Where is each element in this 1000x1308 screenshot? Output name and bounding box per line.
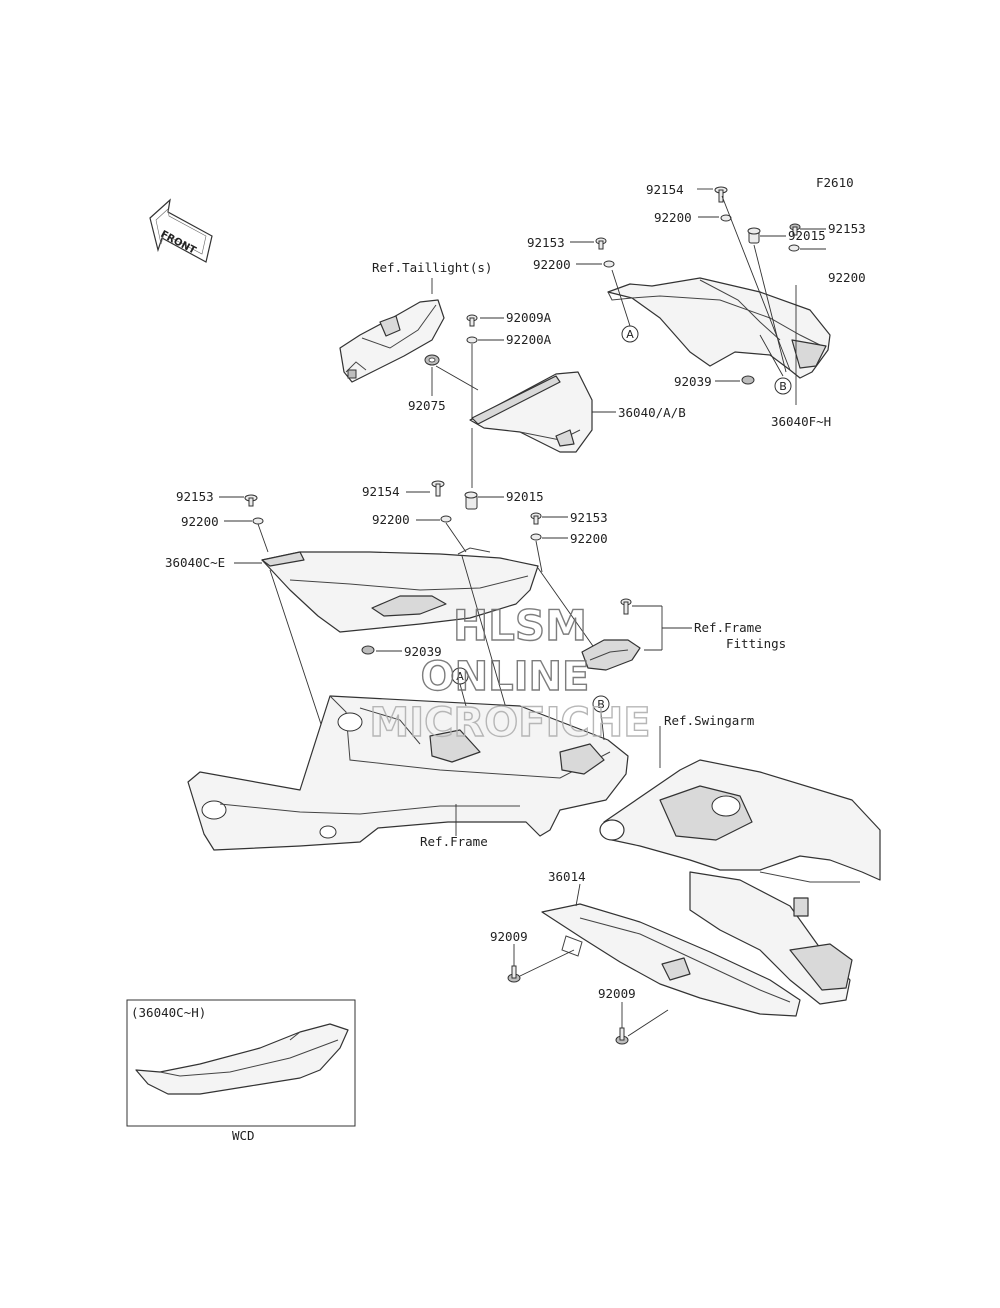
bolt-92154-top <box>714 186 728 203</box>
label-92200-upper-right: 92200 <box>828 270 866 285</box>
label-92153-upper-left: 92153 <box>527 235 565 250</box>
svg-text:B: B <box>597 698 605 711</box>
label-92039-top: 92039 <box>674 374 712 389</box>
label-92009a: 92009A <box>506 310 552 325</box>
side-cover-36040ce <box>261 547 539 633</box>
label-92153-mid-left: 92153 <box>176 489 214 504</box>
bolt-92153-mid-right <box>530 512 542 525</box>
leader-callout-b <box>600 711 605 741</box>
washer-92200-mid <box>440 515 452 523</box>
swingarm-reference <box>599 759 881 1005</box>
watermark: HLSM ONLINE MICROFICHE <box>369 600 652 746</box>
front-arrow-icon: FRONT <box>149 198 213 263</box>
label-92009-right: 92009 <box>598 986 636 1001</box>
rear-cowl-upper-right <box>607 277 831 379</box>
bolt-92153-upper-right <box>789 223 801 236</box>
label-92153-mid-right: 92153 <box>570 510 608 525</box>
label-36040ab: 36040/A/B <box>618 405 686 420</box>
label-92153-upper-right: 92153 <box>828 221 866 236</box>
label-92015-mid: 92015 <box>506 489 544 504</box>
callout-b-top: B <box>774 377 792 395</box>
chain-guard-36014 <box>541 903 801 1017</box>
figure-code: F2610 <box>816 175 854 190</box>
watermark-line-2: ONLINE <box>421 654 590 700</box>
svg-text:B: B <box>779 380 787 393</box>
bolt-92154-mid <box>431 480 445 497</box>
label-36040fh: 36040F~H <box>771 414 831 429</box>
frame-fittings-bracket <box>632 605 692 651</box>
leader-lines-upper <box>570 188 826 405</box>
label-92075: 92075 <box>408 398 446 413</box>
leader-callout-a <box>459 683 467 707</box>
bolt-92009a <box>466 314 478 327</box>
label-92200-mid-right: 92200 <box>570 531 608 546</box>
bolt-92153-mid-left <box>244 494 258 507</box>
ref-swingarm-label: Ref.Swingarm <box>664 713 754 728</box>
leader-lines-mid <box>219 491 568 652</box>
label-92009-left: 92009 <box>490 929 528 944</box>
inset-box-36040ch <box>126 999 356 1127</box>
bolt-92009-left <box>507 965 521 983</box>
svg-text:A: A <box>626 328 634 341</box>
label-92154-top: 92154 <box>646 182 684 197</box>
watermark-line-1: HLSM <box>453 601 587 650</box>
label-92015-top: 92015 <box>788 228 826 243</box>
center-panel-36040ab <box>469 371 593 453</box>
ref-taillight-label: Ref.Taillight(s) <box>372 260 492 275</box>
leader-36014 <box>575 883 581 907</box>
washer-92200-upper-right <box>788 244 800 252</box>
taillight-reference <box>339 299 445 383</box>
inset-caption: WCD <box>232 1128 255 1143</box>
svg-text:A: A <box>456 670 464 683</box>
washer-92200a <box>466 336 478 344</box>
ref-frame-label: Ref.Frame <box>420 834 488 849</box>
frame-reference <box>187 695 629 851</box>
label-36014: 36014 <box>548 869 586 884</box>
ref-frame-fittings-label-1: Ref.Frame <box>694 620 762 635</box>
washer-92200-mid-right <box>530 533 542 541</box>
nut-92039-mid <box>361 645 375 655</box>
label-92200-mid-left: 92200 <box>181 514 219 529</box>
collar-92015-mid <box>464 491 478 510</box>
leader-cover-to-fittings <box>537 567 601 657</box>
label-92200-top: 92200 <box>654 210 692 225</box>
inset-title: (36040C~H) <box>131 1005 206 1020</box>
bolt-92153-upper-left <box>595 237 607 250</box>
frame-fittings <box>581 598 641 671</box>
grommet-92075 <box>424 354 440 366</box>
label-92154-mid: 92154 <box>362 484 400 499</box>
collar-92015-top <box>747 227 761 244</box>
leader-92009-right-to-guard <box>627 1009 669 1037</box>
label-36040ce: 36040C~E <box>165 555 225 570</box>
washer-92200-mid-left <box>252 517 264 525</box>
label-92200a: 92200A <box>506 332 552 347</box>
callout-a-top: A <box>621 325 639 343</box>
label-92039-mid: 92039 <box>404 644 442 659</box>
leader-92009-left-to-guard <box>519 949 575 977</box>
watermark-line-3: MICROFICHE <box>369 700 650 746</box>
label-92200-upper-left: 92200 <box>533 257 571 272</box>
leader-taillight-to-panel <box>435 365 479 391</box>
washer-92200-upper-left <box>603 260 615 268</box>
ref-frame-fittings-label-2: Fittings <box>726 636 786 651</box>
bolt-92009-right <box>615 1027 629 1045</box>
nut-92039-top <box>741 375 755 385</box>
label-92200-mid: 92200 <box>372 512 410 527</box>
